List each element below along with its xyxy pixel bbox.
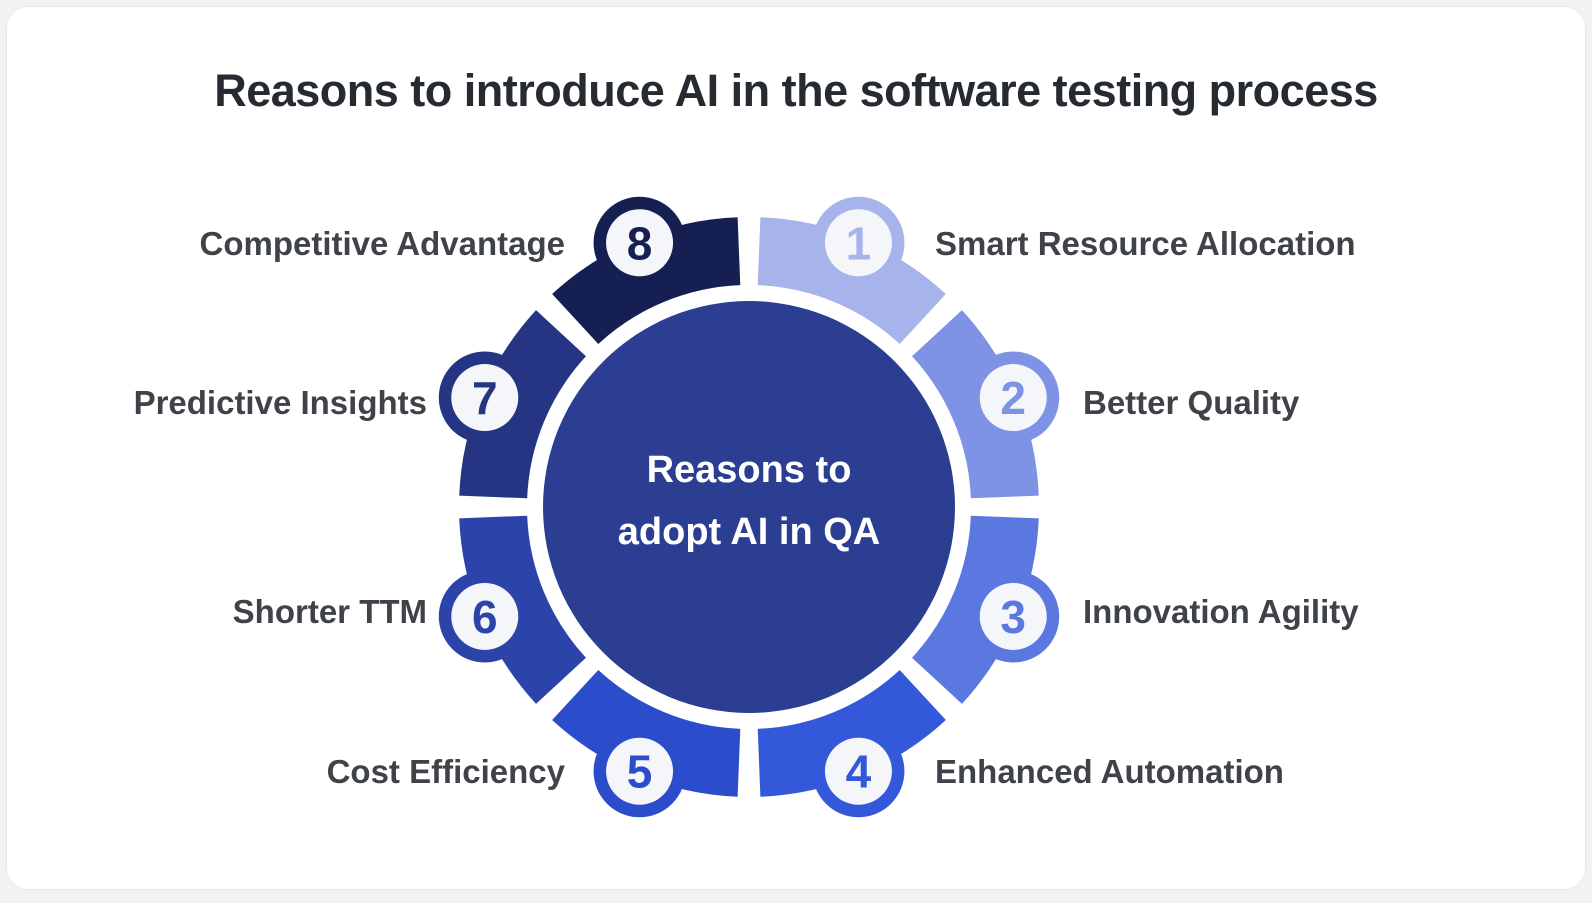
badge-circle-2 bbox=[979, 364, 1047, 432]
item-8-label: Competitive Advantage bbox=[199, 225, 565, 262]
badge-number-5: 5 bbox=[627, 746, 653, 798]
badge-number-3: 3 bbox=[1000, 591, 1026, 643]
center-circle bbox=[543, 301, 955, 713]
item-7-label: Predictive Insights bbox=[133, 384, 427, 421]
badge-circle-3 bbox=[979, 582, 1047, 650]
ring-chart: 1 2 3 4 5 6 7 8 bbox=[438, 196, 1060, 818]
badge-number-7: 7 bbox=[472, 372, 498, 424]
badge-circle-6 bbox=[451, 582, 519, 650]
center-label: Reasons to adopt AI in QA bbox=[618, 439, 880, 563]
badge-number-8: 8 bbox=[627, 217, 653, 269]
badge-number-1: 1 bbox=[846, 217, 872, 269]
badge-circle-1 bbox=[824, 209, 892, 277]
item-2-label: Better Quality bbox=[1083, 384, 1300, 421]
badge-circle-5 bbox=[606, 737, 674, 805]
badge-number-2: 2 bbox=[1000, 372, 1026, 424]
item-1-label: Smart Resource Allocation bbox=[935, 225, 1356, 262]
item-5-label: Cost Efficiency bbox=[326, 753, 565, 790]
page-title: Reasons to introduce AI in the software … bbox=[214, 65, 1378, 116]
infographic-card: Reasons to introduce AI in the software … bbox=[6, 6, 1586, 890]
circular-diagram: 1 2 3 4 5 6 7 8 Reasons to adopt AI in QA Smart… bbox=[7, 7, 1592, 903]
center-label-line1: Reasons to bbox=[646, 449, 852, 491]
badge-circle-4 bbox=[824, 737, 892, 805]
badge-circle-7 bbox=[451, 364, 519, 432]
center-label-line2: adopt AI in QA bbox=[617, 511, 881, 553]
item-6-label: Shorter TTM bbox=[232, 593, 427, 630]
badge-number-4: 4 bbox=[846, 746, 872, 798]
badge-circle-8 bbox=[606, 209, 674, 277]
item-4-label: Enhanced Automation bbox=[935, 753, 1284, 790]
item-3-label: Innovation Agility bbox=[1083, 593, 1359, 630]
badge-number-6: 6 bbox=[472, 591, 498, 643]
